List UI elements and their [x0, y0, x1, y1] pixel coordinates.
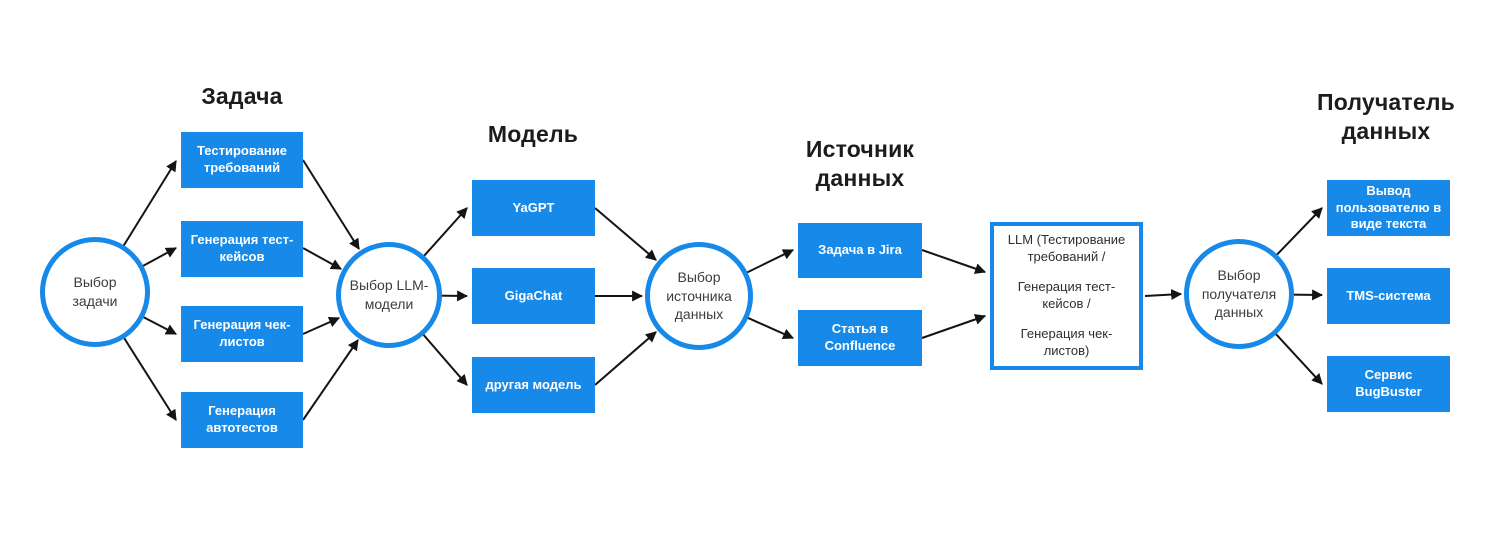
llm-processor-line: Генерация тест-кейсов / [1017, 279, 1116, 311]
option-box-tms-system: TMS-система [1327, 268, 1450, 324]
selector-circle-task: Выбор задачи [40, 237, 150, 347]
option-box-autotest-generation: Генерация автотестов [181, 392, 303, 448]
option-box-jira-task: Задача в Jira [798, 223, 922, 278]
stage-title-task: Задача [201, 83, 283, 109]
option-box-yagpt: YaGPT [472, 180, 595, 236]
stage-title-data-recipient: Получатель данных [1316, 89, 1456, 144]
stage-title-data-source: Источник данных [805, 136, 915, 191]
llm-processor-line: LLM (Тестирование требований / [1007, 232, 1126, 265]
llm-processor-box: LLM (Тестирование требований / Генерация… [990, 222, 1143, 370]
option-box-requirements-testing: Тестирование требований [181, 132, 303, 188]
option-box-test-case-generation: Генерация тест-кейсов [181, 221, 303, 277]
option-box-bugbuster-service: Сервис BugBuster [1327, 356, 1450, 412]
option-box-checklist-generation: Генерация чек-листов [181, 306, 303, 362]
llm-processor-line: Генерация чек-листов) [1020, 325, 1113, 358]
stage-title-model: Модель [487, 121, 579, 147]
selector-circle-model: Выбор LLM-модели [336, 242, 442, 348]
option-box-gigachat: GigaChat [472, 268, 595, 324]
option-box-confluence-article: Статья в Confluence [798, 310, 922, 366]
option-box-text-output: Вывод пользователю в виде текста [1327, 180, 1450, 236]
option-box-other-model: другая модель [472, 357, 595, 413]
selector-circle-data-source: Выбор источника данных [645, 242, 753, 350]
selector-circle-data-recipient: Выбор получателя данных [1184, 239, 1294, 349]
